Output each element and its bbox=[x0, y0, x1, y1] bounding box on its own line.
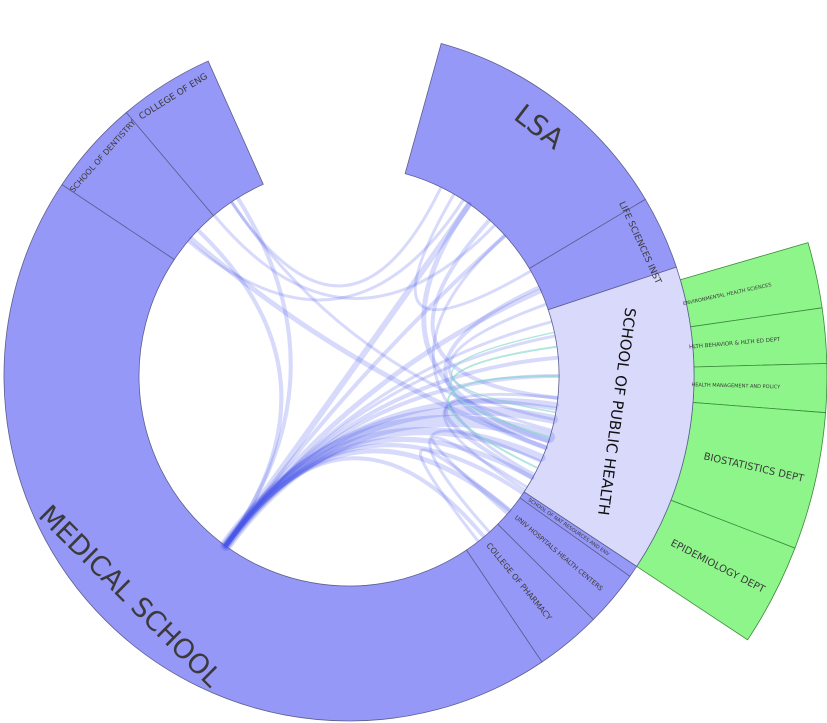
chord-link bbox=[431, 435, 528, 515]
chords bbox=[187, 186, 560, 552]
segment-medical-school[interactable] bbox=[3, 184, 543, 722]
chord-link bbox=[431, 234, 536, 476]
chord-link bbox=[224, 443, 525, 548]
chord-link bbox=[223, 437, 535, 548]
chord-link bbox=[223, 201, 472, 549]
chord-link bbox=[187, 199, 465, 302]
sub-label-health-management-and-policy: HEALTH MANAGEMENT AND POLICY bbox=[691, 382, 781, 390]
chord-link bbox=[188, 236, 548, 450]
chord-link bbox=[224, 334, 556, 547]
chord-link bbox=[224, 456, 486, 548]
chord-link bbox=[443, 285, 548, 450]
chord-link bbox=[220, 414, 555, 552]
chord-link bbox=[224, 374, 560, 548]
chord-link bbox=[442, 392, 559, 492]
chord-link bbox=[224, 234, 507, 548]
chord-link bbox=[196, 228, 284, 548]
chord-link bbox=[418, 448, 511, 543]
main-ring bbox=[3, 43, 695, 722]
chord-link bbox=[224, 355, 560, 548]
chord-link bbox=[222, 427, 546, 550]
chord-link bbox=[221, 406, 558, 550]
chord-link bbox=[223, 288, 543, 548]
chord-link bbox=[447, 303, 555, 421]
chord-link bbox=[223, 448, 512, 548]
chord-link bbox=[430, 218, 559, 400]
sub-chord-link bbox=[447, 375, 559, 469]
chord-link bbox=[213, 214, 496, 300]
chord-link bbox=[413, 193, 532, 312]
chord-link bbox=[230, 201, 553, 432]
chord-link bbox=[230, 186, 443, 288]
sub-chord-link bbox=[450, 331, 556, 414]
chord-link bbox=[428, 429, 542, 533]
chord-link bbox=[224, 196, 293, 548]
segment-school-of-public-health[interactable] bbox=[523, 266, 695, 567]
sub-chord-link bbox=[449, 345, 557, 439]
segment-college-of-eng[interactable] bbox=[125, 60, 264, 217]
chord-link bbox=[224, 320, 553, 547]
